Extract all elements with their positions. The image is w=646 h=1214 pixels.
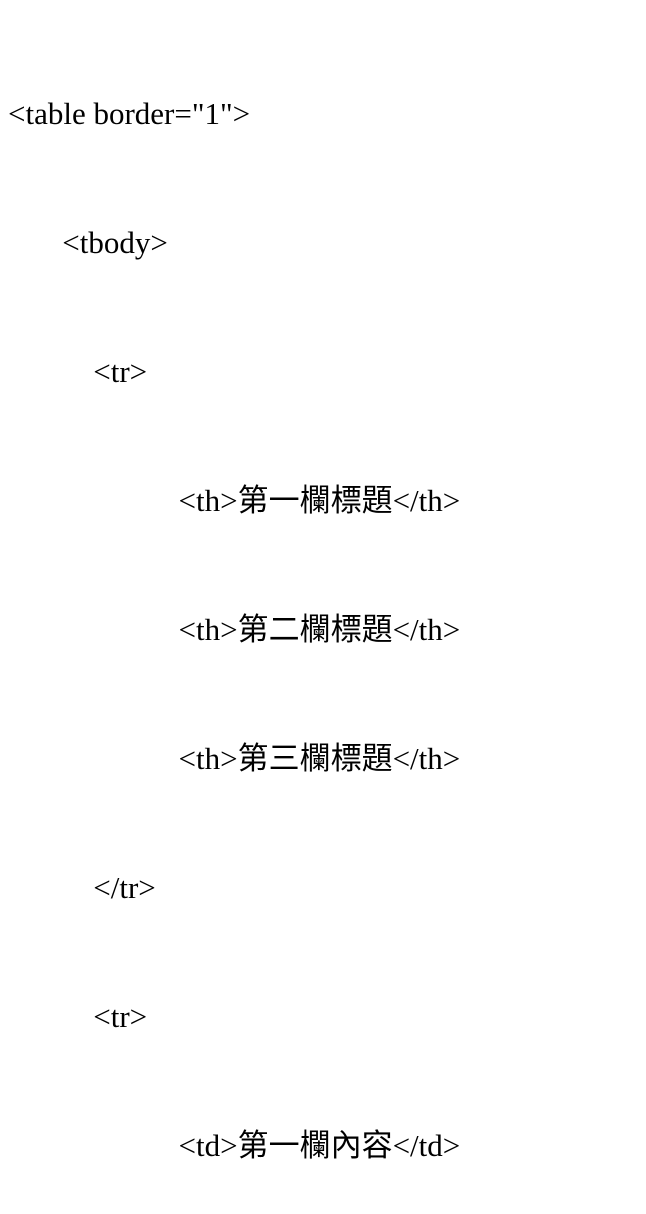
code-line: <tr> — [8, 999, 148, 1034]
code-line: <th>第三欄標題</th> — [8, 741, 461, 776]
code-line: <tr> — [8, 354, 148, 389]
code-line: <th>第一欄標題</th> — [8, 483, 461, 518]
code-line: <th>第二欄標題</th> — [8, 612, 461, 647]
code-line: </tr> — [8, 870, 156, 905]
code-line: <tbody> — [8, 225, 168, 260]
code-line: <table border="1"> — [8, 96, 251, 131]
code-line: <td>第一欄內容</td> — [8, 1128, 461, 1163]
